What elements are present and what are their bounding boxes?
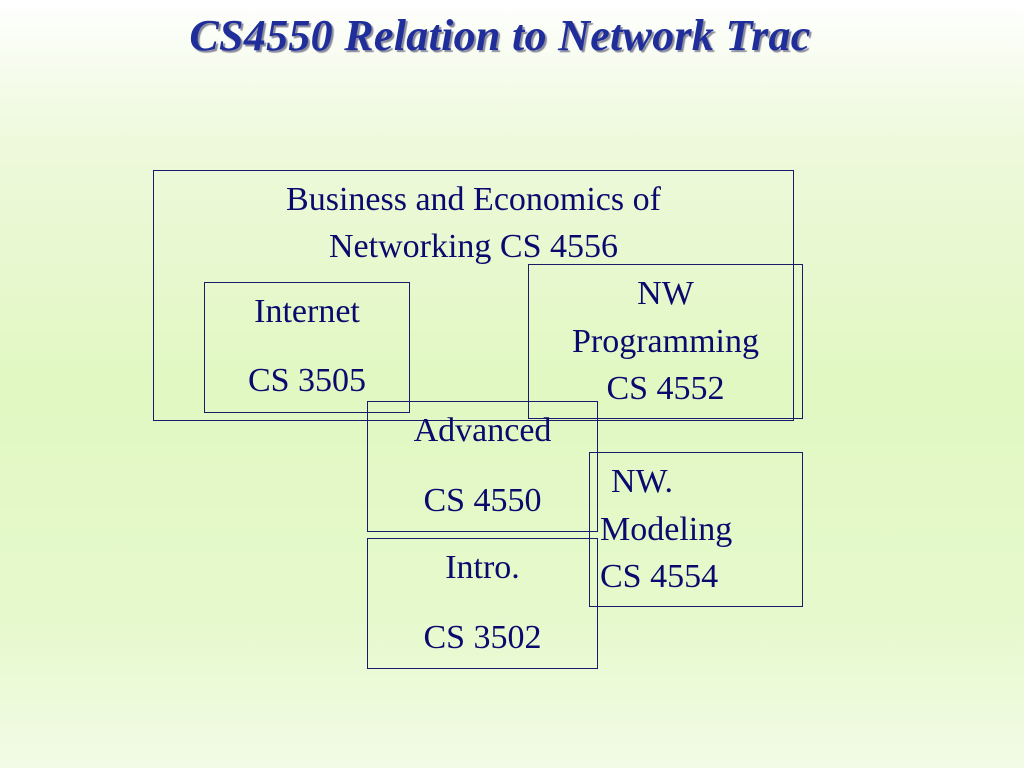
advanced-box (367, 401, 598, 532)
intro-box (367, 538, 598, 669)
advanced-label-line2: CS 4550 (423, 482, 542, 519)
advanced-label-line1: Advanced (413, 412, 552, 449)
intro-label-line1: Intro. (445, 549, 520, 586)
nw-modeling-label-line3: CS 4554 (600, 558, 719, 595)
nw-modeling-label-line2: Modeling (600, 511, 733, 548)
nw-modeling-box (589, 452, 803, 607)
nw-programming-label-line3: CS 4552 (606, 370, 725, 407)
nw-programming-label-line1: NW (637, 275, 694, 312)
internet-label-line1: Internet (254, 293, 360, 330)
business-economics-box (153, 170, 794, 421)
business-economics-label-line1: Business and Economics of (286, 181, 661, 218)
internet-box (204, 282, 410, 413)
business-economics-label-line2: Networking CS 4556 (329, 228, 618, 265)
intro-label-line2: CS 3502 (423, 619, 542, 656)
nw-modeling-label-line1: NW. (611, 463, 674, 500)
internet-label-line2: CS 3505 (247, 362, 367, 399)
slide-title: CS4550 Relation to Network Trac (189, 11, 811, 60)
nw-programming-box-edge (794, 264, 803, 419)
nw-programming-label-line2: Programming (572, 323, 759, 360)
